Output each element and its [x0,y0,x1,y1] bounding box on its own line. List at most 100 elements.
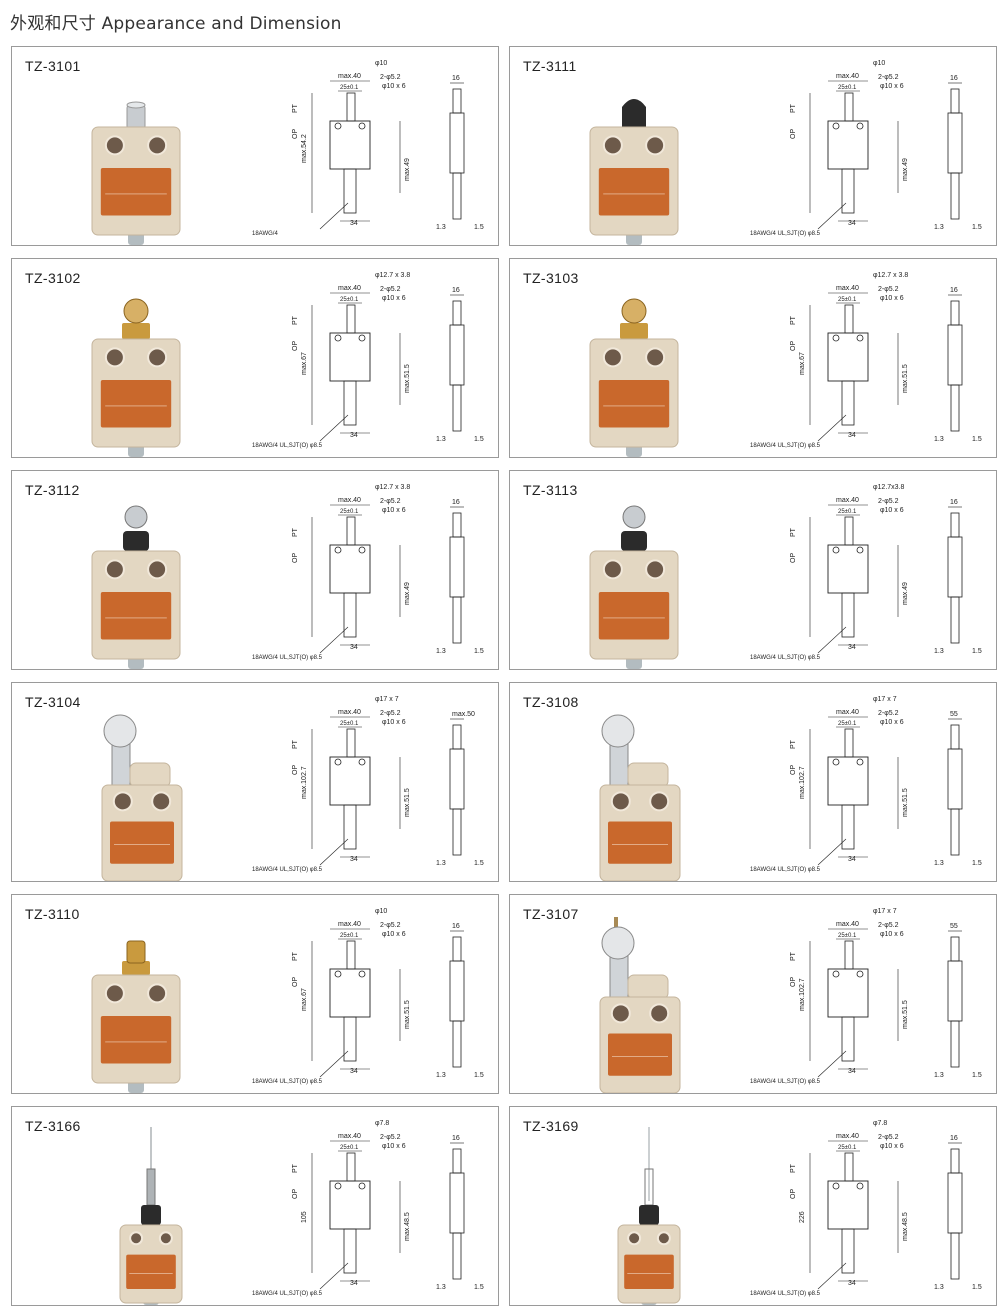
dim-height-label: max.67 [301,352,308,375]
hole-mark [832,758,840,766]
dim-op-label: OP [292,553,299,563]
leader-line [817,414,847,442]
model-label: TZ-3107 [523,906,579,922]
hole-mark [358,758,366,766]
dim-side-label: 16 [452,287,460,294]
side-view-body [449,748,465,810]
product-label [608,821,672,864]
drawing-cable [841,168,855,214]
product-label [110,821,174,864]
dim-gauge-b-label: 1.5 [474,1072,484,1079]
side-view-body [449,536,465,598]
dim-side-label: 16 [452,923,460,930]
model-label: TZ-3169 [523,1118,579,1134]
drawing-actuator [844,304,854,334]
model-label: TZ-3166 [25,1118,81,1134]
drawing-actuator [844,516,854,546]
product-photo [91,505,181,669]
leader-line [817,202,847,230]
side-view-cable [950,596,960,644]
cable-spec-label: 18AWG/4 UL,SJT(O) φ8.5 [750,443,821,449]
dim-base-label: 34 [848,856,856,863]
dim-pitch-label: 25±0.1 [340,509,359,515]
leader-line [319,1050,349,1078]
dim-base-label: 34 [350,1280,358,1287]
cable-spec-label: 18AWG/4 UL,SJT(O) φ8.5 [750,1079,821,1085]
mount-hole-icon [147,347,168,368]
model-label: TZ-3111 [523,58,577,74]
side-view-body [449,1172,465,1234]
dim-tip-label: φ12.7 x 3.8 [375,272,410,279]
dim-tip-label: φ10 [873,60,885,67]
dim-counterbore-label: φ10 x 6 [880,1143,904,1150]
dim-body-label: max.48.5 [902,1212,909,1241]
dim-gauge-b-label: 1.5 [972,224,982,231]
dim-width-label: max.40 [836,709,859,716]
dim-gauge-a-label: 1.3 [436,648,446,655]
hole-mark [358,334,366,342]
side-view-actuator [950,1148,960,1174]
dim-gauge-a-label: 1.3 [934,436,944,443]
dim-pt-label: PT [292,951,299,961]
dim-gauge-a-label: 1.3 [436,436,446,443]
dim-body-label: max.48.5 [404,1212,411,1241]
dim-pt-label: PT [292,1163,299,1173]
drawing-cable [841,804,855,850]
hole-mark [856,334,864,342]
drawing-cable [343,804,357,850]
dim-pitch-label: 25±0.1 [838,85,857,91]
spring-base [639,1205,659,1225]
model-label: TZ-3103 [523,270,579,286]
dim-op-label: OP [790,1189,797,1199]
dim-pt-label: PT [790,739,797,749]
dim-body-label: max.49 [404,158,411,181]
dim-pt-label: PT [292,739,299,749]
lever-hub [627,974,669,1000]
dim-pt-label: PT [790,315,797,325]
dim-body-label: max.51.5 [404,1000,411,1029]
side-view-cable [452,384,462,432]
dim-pt-label: PT [790,527,797,537]
spring-base [141,1205,161,1225]
dim-hole-label: 2-φ5.2 [380,1134,401,1141]
dim-gauge-b-label: 1.5 [474,436,484,443]
hole-mark [832,546,840,554]
dim-height-label: max.102.7 [799,978,806,1011]
dim-height-label: max.102.7 [799,766,806,799]
dim-base-label: 34 [350,1068,358,1075]
plunger-icon [126,104,146,130]
leader-line [319,202,349,230]
product-label [100,1016,172,1064]
mount-hole-icon [104,559,125,580]
dim-gauge-a-label: 1.3 [934,224,944,231]
product-label [100,168,172,216]
side-view-actuator [950,724,960,750]
dim-op-label: OP [790,129,797,139]
mount-hole-icon [610,1003,631,1024]
side-view-body [947,536,963,598]
dim-base-label: 34 [848,220,856,227]
side-view-cable [950,172,960,220]
dim-base-label: 34 [350,644,358,651]
dim-gauge-b-label: 1.5 [972,1284,982,1291]
mount-hole-icon [104,983,125,1004]
dimension-drawing: max.4025±0.1φ10max.67max.51.5342-φ5.2φ10… [252,908,484,1085]
dim-gauge-b-label: 1.5 [972,648,982,655]
dim-tip-label: φ12.7x3.8 [873,484,905,491]
hole-mark [856,546,864,554]
cable-spec-label: 18AWG/4 [252,231,278,237]
dim-op-label: OP [790,977,797,987]
hole-mark [856,1182,864,1190]
dim-body-label: max.51.5 [404,788,411,817]
roller-icon [622,505,646,529]
dim-body-label: max.51.5 [404,364,411,393]
roller-base [122,323,150,339]
product-label [100,380,172,428]
